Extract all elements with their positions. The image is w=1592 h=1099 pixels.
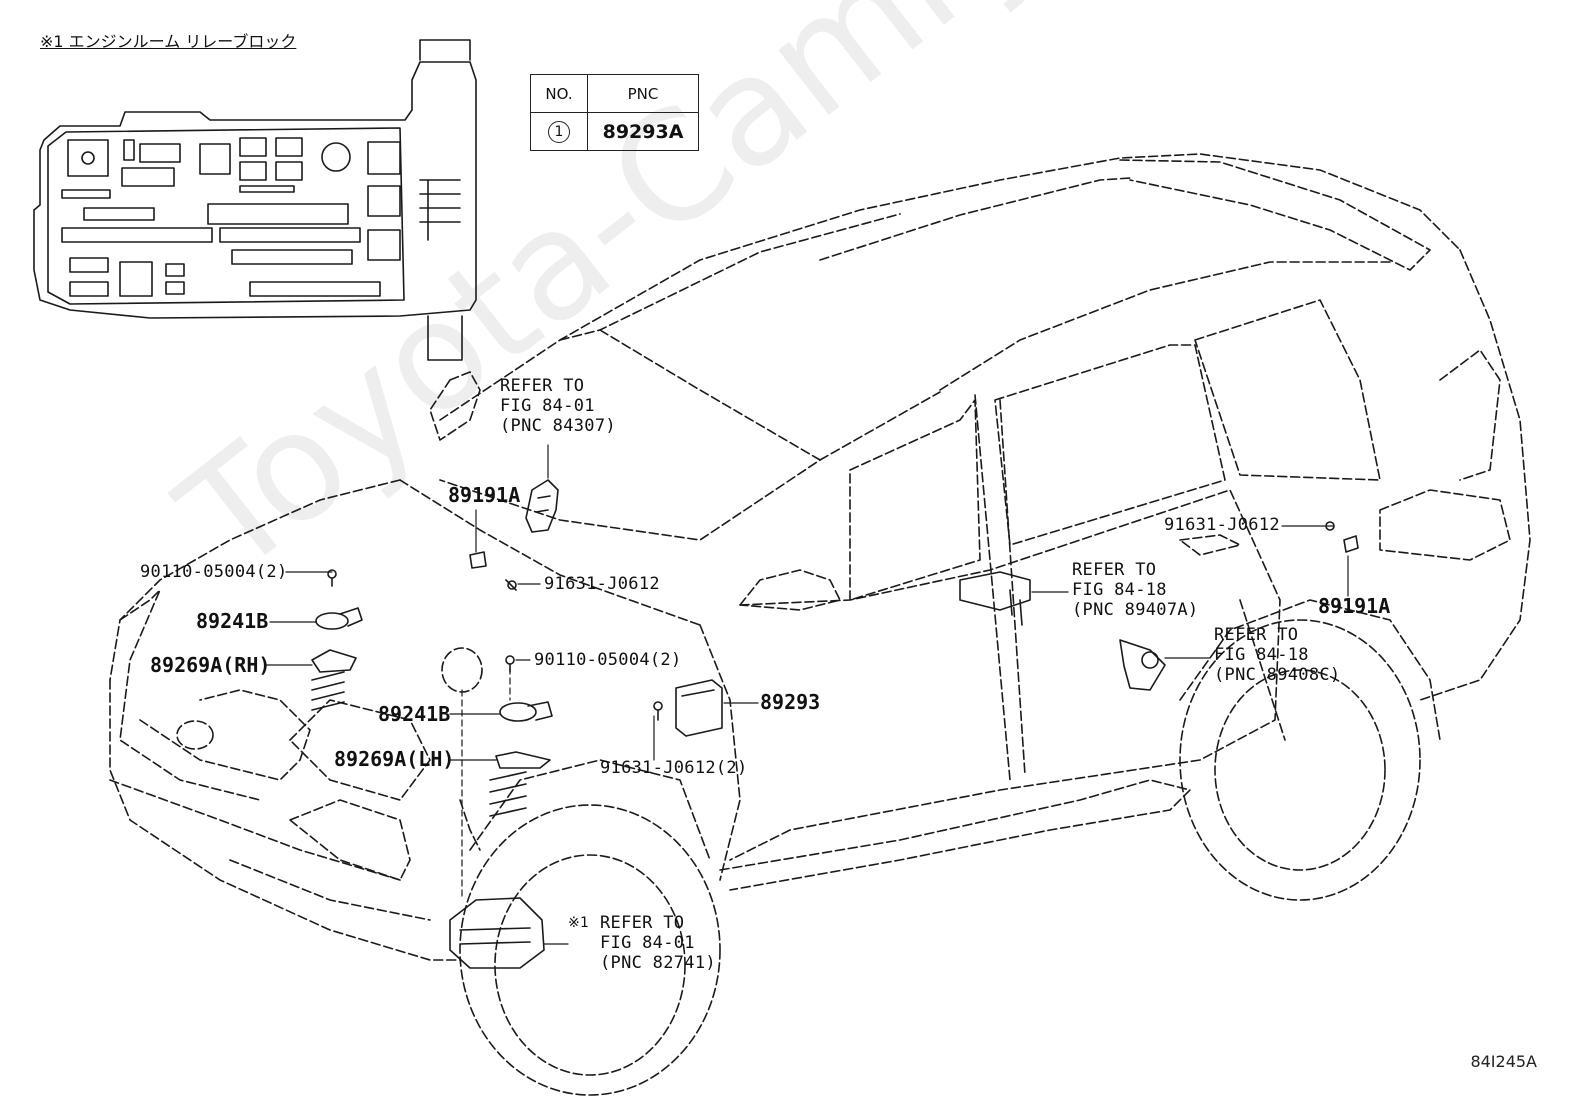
table-header-pnc: PNC <box>587 74 699 113</box>
part-89293[interactable]: 89293 <box>760 690 821 714</box>
drawing-code: 84I245A <box>1470 1052 1537 1071</box>
part-89269a-rh[interactable]: 89269A(RH) <box>150 653 271 677</box>
harness-89407a <box>959 571 1031 626</box>
harness-89408c <box>1119 639 1166 691</box>
sensor-89241b-lh <box>499 701 553 722</box>
bracket-front <box>469 551 487 569</box>
pnc-table: NO. PNC 1 89293A <box>530 74 699 151</box>
part-91631-j0612-rear[interactable]: 91631-J0612 <box>1164 515 1280 535</box>
part-91631-j0612-mid[interactable]: 91631-J0612 <box>544 574 660 594</box>
part-89191a-front[interactable]: 89191A <box>448 483 521 507</box>
circled-number: 1 <box>548 120 570 143</box>
sensor-89241b-rh <box>315 607 363 630</box>
bolt-89293 <box>653 701 663 721</box>
refer-fig-84-18-pnc-89408c[interactable]: REFER TO FIG 84-18 (PNC 89408C) <box>1214 625 1341 685</box>
table-row: 1 89293A <box>530 112 699 151</box>
part-90110-05004-top[interactable]: 90110-05004(2) <box>140 562 288 582</box>
refer-fig-84-01-pnc-82741[interactable]: REFER TO FIG 84-01 (PNC 82741) <box>600 913 716 973</box>
part-89191a-rear[interactable]: 89191A <box>1318 594 1391 618</box>
arm-89269a-rh <box>311 649 357 711</box>
table-header-no: NO. <box>530 74 588 113</box>
part-90110-05004-mid[interactable]: 90110-05004(2) <box>534 650 682 670</box>
relay-block-component <box>449 897 545 969</box>
part-91631-j0612-x2[interactable]: 91631-J0612(2) <box>600 758 748 778</box>
refer-fig-84-18-pnc-89407a[interactable]: REFER TO FIG 84-18 (PNC 89407A) <box>1072 560 1199 620</box>
table-cell-pnc: 89293A <box>587 112 699 151</box>
bolt-top-rh <box>327 569 337 587</box>
part-89241b-rh[interactable]: 89241B <box>196 609 269 633</box>
ecu-89293 <box>675 679 723 737</box>
sensor-89191a-rear <box>1343 535 1359 553</box>
sensor-89191a-front <box>525 479 559 533</box>
relay-block-inset <box>33 39 477 361</box>
leader-lines <box>265 444 1349 945</box>
vehicle-outline <box>109 153 1531 1096</box>
relay-block-reference-mark: ※1 <box>568 915 590 931</box>
refer-fig-84-01-pnc-84307[interactable]: REFER TO FIG 84-01 (PNC 84307) <box>500 376 616 436</box>
relay-block-note: ※1 エンジンルーム リレーブロック <box>40 32 297 51</box>
arm-89269a-lh <box>489 751 551 817</box>
bolt-mid <box>505 579 517 591</box>
part-89269a-lh[interactable]: 89269A(LH) <box>334 747 455 771</box>
part-89241b-lh[interactable]: 89241B <box>378 702 451 726</box>
